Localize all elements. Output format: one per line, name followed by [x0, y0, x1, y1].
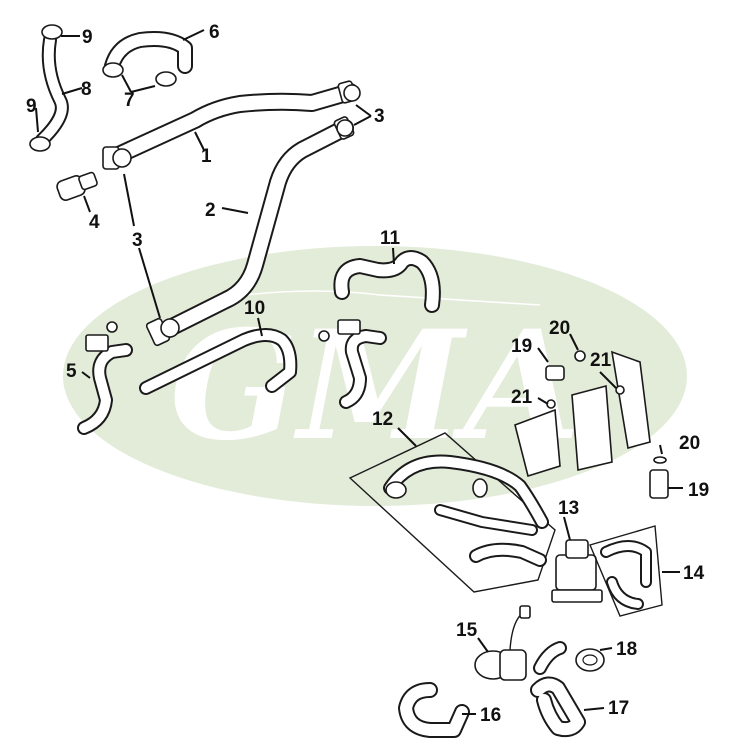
callout-13: 13: [558, 498, 579, 519]
callout-19-right: 19: [688, 480, 709, 501]
callout-15: 15: [456, 620, 478, 641]
callout-3-right: 3: [374, 106, 385, 127]
callout-11: 11: [380, 228, 401, 249]
part-1-heater-hose[interactable]: [102, 80, 359, 170]
part-9-clamps[interactable]: [29, 24, 63, 152]
part-3-clamps[interactable]: [112, 84, 361, 338]
callout-6: 6: [209, 22, 220, 43]
callout-1: 1: [201, 146, 212, 167]
callout-7: 7: [124, 90, 135, 111]
callout-20-right: 20: [679, 433, 700, 454]
callout-5: 5: [66, 361, 77, 382]
part-5-pipe[interactable]: [77, 321, 133, 435]
callout-9-top: 9: [82, 27, 93, 48]
callout-8: 8: [81, 79, 92, 100]
callout-21-left: 21: [511, 387, 533, 408]
callout-3-left: 3: [132, 230, 143, 251]
part-12-assembly-box[interactable]: [348, 432, 556, 593]
callout-19-left: 19: [511, 336, 532, 357]
part-8-small-hose[interactable]: [35, 33, 69, 147]
watermark-car-outline: [209, 290, 541, 306]
part-17-hose[interactable]: [530, 641, 586, 738]
callout-18: 18: [616, 639, 637, 660]
callout-21-top: 21: [590, 350, 612, 371]
callout-labels: 1 2 3 3 4 5 6 7 8 9 9 10 11 12 13 14 15 …: [26, 22, 709, 726]
part-4-connector[interactable]: [55, 171, 98, 202]
part-7-clamps[interactable]: [102, 62, 177, 87]
part-11-hose[interactable]: [333, 250, 441, 313]
callout-10: 10: [244, 298, 265, 319]
callout-17: 17: [608, 698, 629, 719]
part-15-pump[interactable]: [474, 605, 531, 681]
callout-16: 16: [480, 705, 501, 726]
part-13-valve[interactable]: [551, 539, 603, 603]
callout-14: 14: [683, 563, 705, 584]
leader-lines: [35, 29, 683, 715]
part-6-small-hose[interactable]: [104, 31, 193, 74]
part-18-clamp[interactable]: [575, 648, 605, 672]
callout-9-left: 9: [26, 96, 37, 117]
part-10-hose[interactable]: [139, 328, 298, 395]
part-14-hose-set[interactable]: [589, 525, 663, 617]
callout-4: 4: [89, 212, 100, 233]
part-16-hose[interactable]: [398, 682, 470, 738]
callout-20-top: 20: [549, 318, 570, 339]
valve-bracket-assembly[interactable]: [514, 350, 669, 499]
metal-pipe-assembly[interactable]: [318, 319, 387, 409]
watermark-text: GMA: [170, 298, 581, 474]
callout-12: 12: [372, 409, 393, 430]
callout-2: 2: [205, 200, 216, 221]
